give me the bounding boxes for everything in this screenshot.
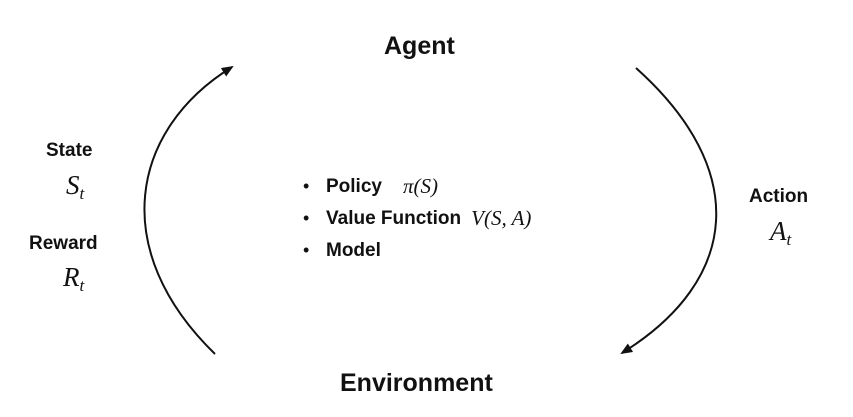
action-symbol: At <box>770 216 792 249</box>
environment-title: Environment <box>340 369 493 397</box>
reward-symbol: Rt <box>63 262 85 295</box>
component-label: Model <box>326 239 381 261</box>
state-label: State <box>46 140 93 161</box>
agent-components-list: • Policy π(S) • Value Function V(S, A) •… <box>303 170 531 266</box>
arrow-agent-to-environment <box>620 67 718 355</box>
component-label: Value Function <box>326 207 462 229</box>
agent-title: Agent <box>384 32 455 60</box>
component-label: Policy <box>326 175 382 197</box>
bullet-icon: • <box>303 176 310 196</box>
bullet-icon: • <box>303 240 310 260</box>
component-math: π(S) <box>402 173 438 198</box>
reward-label: Reward <box>29 233 98 254</box>
action-label: Action <box>749 186 809 207</box>
arrow-environment-to-agent <box>143 65 234 355</box>
bullet-icon: • <box>303 208 310 228</box>
component-value-function: • Value Function V(S, A) <box>303 202 531 234</box>
component-policy: • Policy π(S) <box>303 170 531 202</box>
state-symbol: St <box>66 170 85 203</box>
component-math: V(S, A) <box>471 205 532 230</box>
component-model: • Model <box>303 234 531 266</box>
